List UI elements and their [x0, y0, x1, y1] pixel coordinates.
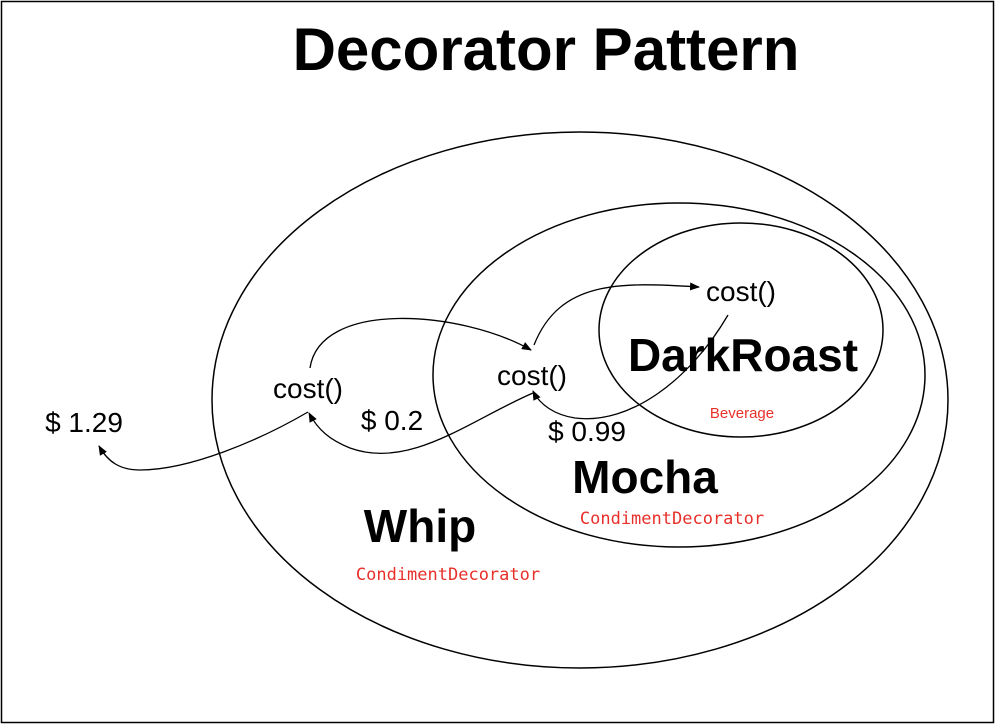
call-arrow-whip-to-mocha: [309, 317, 532, 369]
darkroast-return-value: $ 0.99: [548, 416, 626, 447]
whip-ellipse: [211, 131, 949, 669]
whip-type: CondimentDecorator: [356, 565, 540, 585]
mocha-name: Mocha: [572, 451, 718, 503]
whip-return-value: $ 1.29: [45, 407, 123, 438]
mocha-return-value: $ 0.2: [361, 405, 423, 436]
diagram-title: Decorator Pattern: [293, 16, 800, 83]
darkroast-name: DarkRoast: [628, 329, 858, 381]
return-arrow-whip-to-caller: [98, 411, 309, 471]
darkroast-type: Beverage: [710, 405, 774, 422]
whip-name: Whip: [364, 500, 476, 552]
darkroast-cost-label: cost(): [706, 276, 776, 307]
return-arrow-darkroast-to-mocha: [532, 314, 729, 420]
call-arrow-mocha-to-darkroast: [533, 282, 700, 346]
darkroast-ellipse: [598, 222, 884, 438]
mocha-type: CondimentDecorator: [580, 509, 764, 529]
mocha-cost-label: cost(): [497, 360, 567, 391]
whip-cost-label: cost(): [273, 373, 343, 404]
return-arrow-mocha-to-whip: [308, 392, 534, 454]
mocha-ellipse: [432, 202, 926, 548]
